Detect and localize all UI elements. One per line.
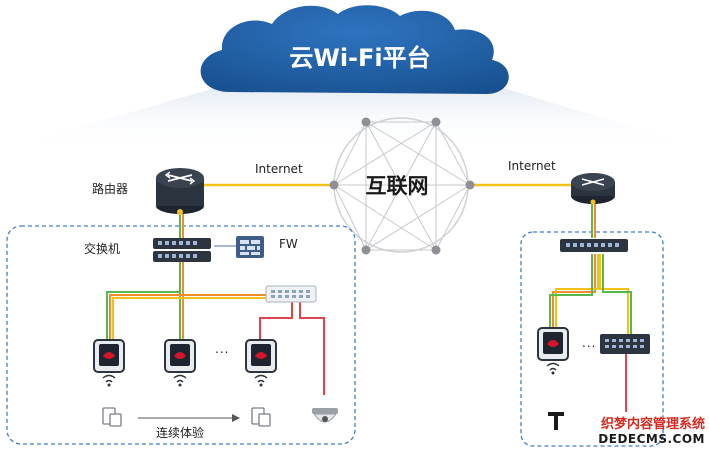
cloud-light-beams [0,78,709,150]
right-switch-icon[interactable] [560,239,628,252]
mobile-device-icon [251,407,271,427]
left-access-switch-icon[interactable] [265,285,317,303]
firewall-label: FW [279,237,298,251]
left-router-icon[interactable] [156,168,204,215]
right-access-switch-icon[interactable] [600,334,650,354]
cloud-shape [200,5,509,94]
left-cabling [106,212,325,395]
terminal-icon [548,412,564,430]
left-site-region [6,225,356,445]
camera-icon [312,408,338,423]
switch-label: 交换机 [84,242,121,256]
access-point-icon[interactable] [93,339,125,387]
left-switch-icon[interactable] [153,238,211,262]
access-point-icon[interactable] [164,339,196,387]
right-ellipsis: ... [582,336,597,350]
right-router-icon[interactable] [571,173,615,205]
access-point-icon[interactable] [537,327,569,375]
left-internet-label: Internet [255,162,303,176]
cloud-platform-label: 云Wi-Fi平台 [289,44,431,72]
internet-mesh [333,117,471,253]
watermark: 织梦内容管理系统 DEDECMS.COM [598,417,705,447]
mesh-nodes [329,117,475,255]
mobile-device-icon [102,407,122,427]
right-cabling [549,202,632,412]
right-internet-label: Internet [508,159,556,173]
internet-hub-label: 互联网 [365,174,429,198]
watermark-line2: DEDECMS.COM [598,432,705,446]
roaming-arrow [138,414,240,422]
access-point-icon[interactable] [245,339,277,387]
firewall-icon[interactable] [236,236,264,258]
watermark-line1: 织梦内容管理系统 [600,417,705,432]
roaming-label: 连续体验 [156,426,205,440]
router-label: 路由器 [92,182,129,196]
ap-ellipsis: ... [215,342,230,356]
